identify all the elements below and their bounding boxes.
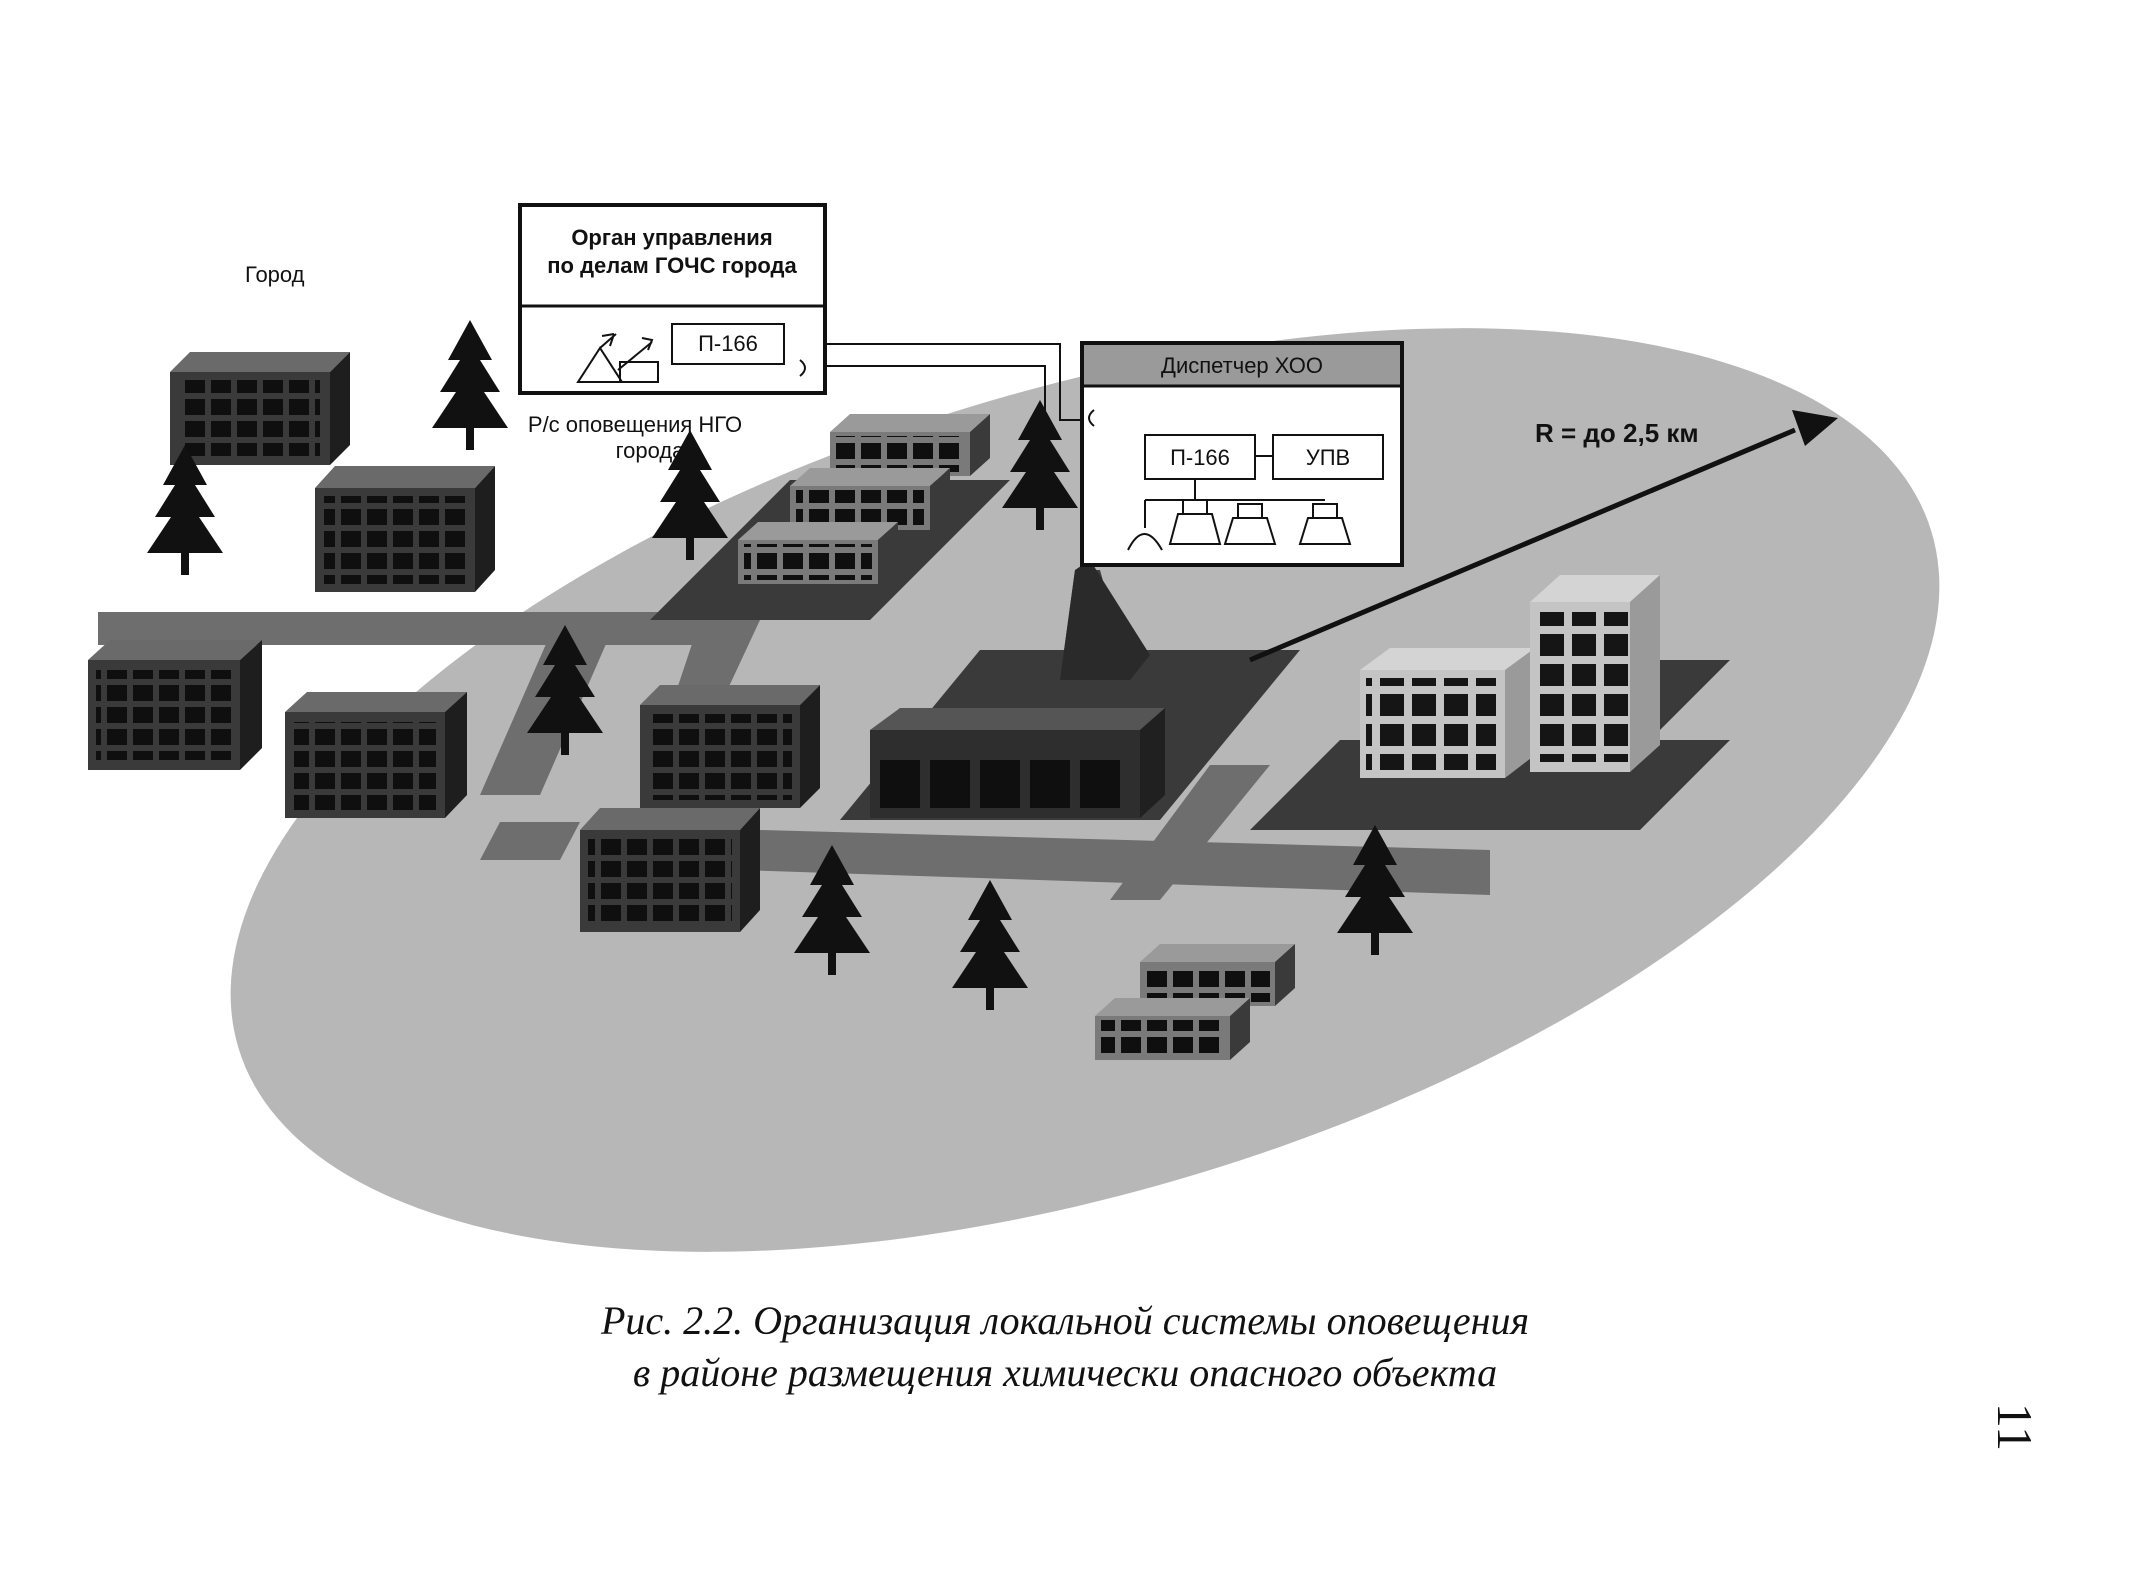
radio-station-line2: города	[616, 438, 686, 463]
dispatcher-box	[1080, 341, 1404, 567]
low-building-2	[790, 468, 950, 530]
bottom-building-1	[1140, 944, 1295, 1006]
p166-object-label: П-166	[1170, 445, 1230, 470]
dispatcher-title: Диспетчер ХОО	[1161, 353, 1323, 378]
zone-building-1	[640, 685, 820, 808]
gochs-box	[518, 203, 827, 395]
upv-label: УПВ	[1306, 445, 1350, 470]
city-building-3	[88, 640, 262, 770]
right-building-low	[1360, 648, 1535, 778]
figure-caption-line1: Рис. 2.2. Организация локальной системы …	[600, 1298, 1530, 1343]
chemical-plant	[870, 560, 1165, 818]
radius-arrow	[1249, 410, 1838, 663]
gochs-title-line2: по делам ГОЧС города	[547, 253, 797, 278]
microphone-icon	[1127, 500, 1163, 551]
city-label: Город	[245, 262, 305, 287]
loudspeaker-icon	[1168, 499, 1222, 545]
city-building-1	[170, 352, 350, 465]
low-building-3	[738, 522, 898, 584]
bottom-building-2	[1095, 998, 1250, 1060]
radio-station-line1: Р/с оповещения НГО	[528, 412, 742, 437]
loudspeaker-icon	[1298, 503, 1352, 545]
city-building-2	[315, 466, 495, 592]
low-building-1	[830, 414, 990, 476]
right-building-tall	[1530, 575, 1660, 772]
radio-signal-icon	[617, 337, 659, 383]
radio-tower-icon	[576, 333, 624, 383]
p166-city-label: П-166	[698, 331, 758, 356]
figure-caption-line2: в районе размещения химически опасного о…	[632, 1350, 1498, 1395]
zone-building-2	[580, 808, 760, 932]
page-number: 11	[1987, 1402, 2043, 1452]
gochs-title-line1: Орган управления	[571, 225, 772, 250]
radius-label: R = до 2,5 км	[1535, 418, 1699, 448]
city-building-4	[285, 692, 467, 818]
loudspeaker-icon	[1223, 503, 1277, 545]
